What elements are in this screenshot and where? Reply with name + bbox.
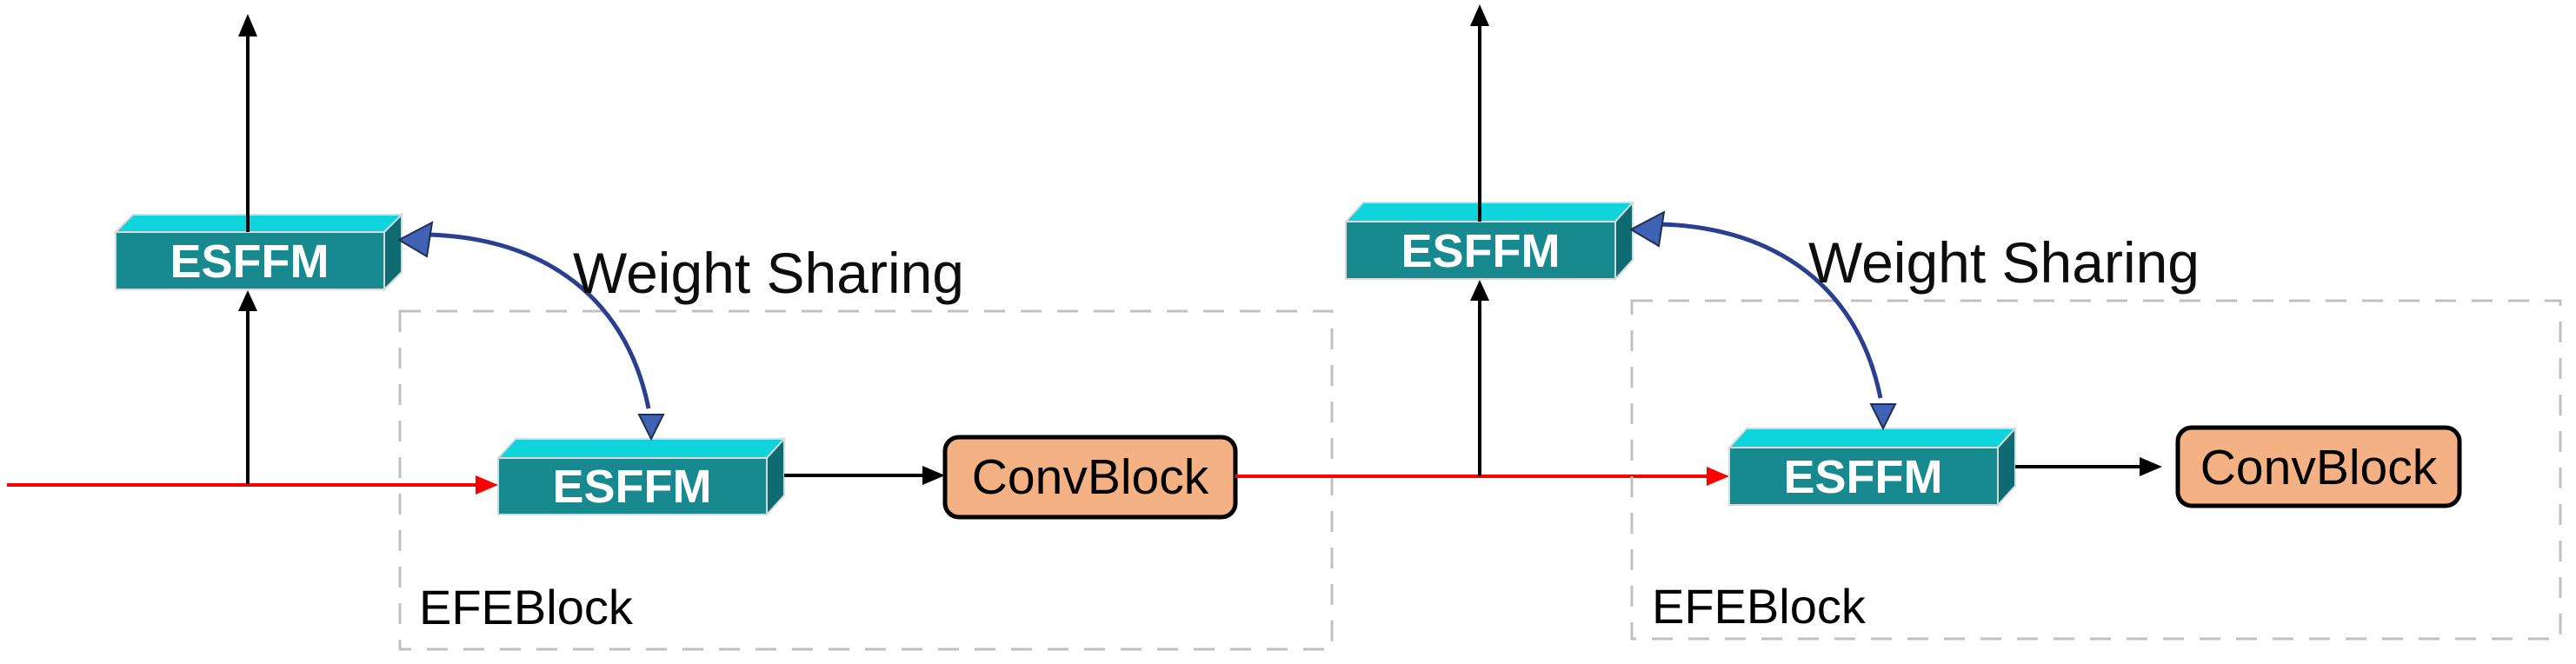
esffm-inner-box-right: ESFFM — [1727, 426, 2018, 508]
weight-sharing-curve-right — [1657, 222, 1883, 399]
esffm-box-front-face — [1345, 221, 1616, 280]
esffm-box-front-face — [497, 457, 768, 515]
weight-sharing-arrowhead-to-shared-left — [396, 221, 434, 258]
esffm-inner-box-left: ESFFM — [496, 436, 787, 517]
output-arrowhead-left — [238, 14, 257, 37]
red-input-arrowhead-right — [1707, 467, 1729, 486]
efeblock-dashed-box-left — [398, 309, 1334, 651]
upward-arrowhead-into-esffm-left — [238, 290, 257, 311]
weight-sharing-arrowhead-to-inner-right — [1869, 403, 1897, 431]
weight-sharing-curve-left — [425, 232, 651, 409]
esffm-inner-label: ESFFM — [1784, 451, 1943, 503]
esffm-shared-label: ESFFM — [1401, 225, 1561, 277]
esffm-shared-box-left: ESFFM — [113, 212, 404, 292]
esffm-to-convblock-arrowhead-left — [922, 466, 945, 485]
esffm-box-front-face — [1728, 447, 1999, 506]
efeblock-label-left: EFEBlock — [419, 580, 634, 634]
weight-sharing-arrowhead-to-inner-left — [637, 414, 665, 442]
convblock-right: ConvBlock — [2175, 425, 2462, 508]
esffm-box-top-face — [113, 214, 404, 233]
convblock-box — [2175, 425, 2462, 508]
convblock-left: ConvBlock — [942, 435, 1238, 520]
esffm-box-top-face — [496, 438, 787, 459]
weight-sharing-label-left: Weight Sharing — [573, 241, 964, 305]
convblock-label: ConvBlock — [972, 449, 1209, 505]
esffm-shared-box-right: ESFFM — [1343, 200, 1635, 282]
output-arrowhead-right — [1470, 4, 1489, 26]
upward-arrowhead-into-esffm-right — [1470, 280, 1489, 301]
efeblock-label-right: EFEBlock — [1652, 579, 1867, 634]
esffm-shared-label: ESFFM — [170, 236, 329, 288]
red-input-arrowhead-left — [476, 475, 498, 495]
weight-sharing-arrowhead-to-shared-right — [1628, 210, 1666, 248]
convblock-label: ConvBlock — [2200, 440, 2438, 495]
weight-sharing-label-right: Weight Sharing — [1808, 230, 2200, 295]
esffm-to-convblock-arrowhead-right — [2140, 457, 2162, 476]
esffm-box-top-face — [1727, 428, 2018, 448]
esffm-inner-label: ESFFM — [553, 461, 712, 513]
esffm-box-top-face — [1343, 202, 1635, 222]
esffm-box-front-face — [115, 231, 385, 290]
efeblock-dashed-box-right — [1630, 299, 2562, 641]
